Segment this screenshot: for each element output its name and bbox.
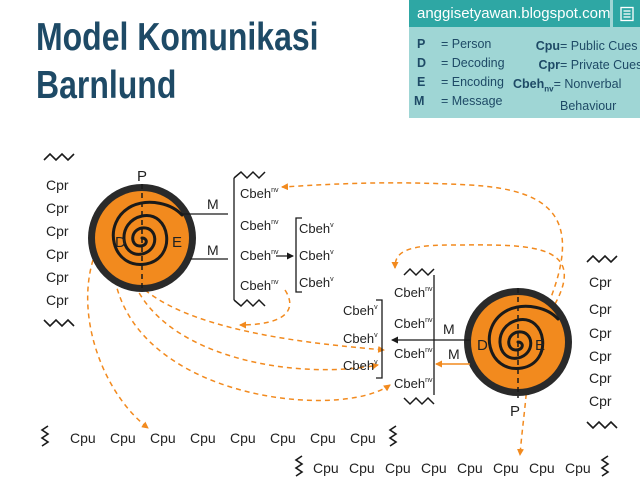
page-title: Model Komunikasi Barnlund <box>36 14 319 110</box>
cpu-10: Cpu <box>349 460 375 476</box>
cbeh-nv-left-3: Cbehnv <box>240 248 279 263</box>
cpu-7: Cpu <box>310 430 336 446</box>
cpu-13: Cpu <box>457 460 483 476</box>
right-cpr-2: Cpr <box>589 301 612 317</box>
right-private-cues: Cpr Cpr Cpr Cpr Cpr Cpr <box>586 254 618 430</box>
legend-private-cues: Cpr= Private Cues <box>538 58 640 72</box>
legend-message: M= Message <box>414 94 503 108</box>
title-line-1: Model Komunikasi <box>36 16 319 59</box>
legend-public-cues: Cpu= Public Cues <box>535 39 638 53</box>
cbeh-nv-right-4: Cbehnv <box>394 376 433 391</box>
right-cpr-6: Cpr <box>589 393 612 409</box>
cbeh-nv-left-4: Cbehnv <box>240 278 279 293</box>
legend-decoding: D= Decoding <box>417 56 505 70</box>
cpu-16: Cpu <box>565 460 591 476</box>
cpu-2: Cpu <box>110 430 136 446</box>
cbeh-nv-right-1: Cbehnv <box>394 285 433 300</box>
left-cpr-1: Cpr <box>46 177 69 193</box>
share-glyph-icon <box>619 6 634 21</box>
left-cpr-4: Cpr <box>46 246 69 262</box>
cpu-6: Cpu <box>270 430 296 446</box>
cpu-14: Cpu <box>493 460 519 476</box>
legend-encoding: E= Encoding <box>417 75 504 89</box>
right-cpr-4: Cpr <box>589 348 612 364</box>
person-left-p: P <box>137 168 147 185</box>
title-line-2: Barnlund <box>36 64 177 107</box>
right-nonverbal-group: Cbehnv Cbehnv Cbehnv Cbehnv <box>394 267 435 406</box>
left-cpr-2: Cpr <box>46 200 69 216</box>
cpu-9: Cpu <box>313 460 339 476</box>
share-icon[interactable] <box>613 0 640 27</box>
person-left-e: E <box>172 234 182 251</box>
cbeh-v-right-1: Cbehv <box>343 303 378 318</box>
right-cpr-3: Cpr <box>589 325 612 341</box>
feedback-arrows <box>86 182 565 456</box>
right-verbal-group: Cbehv Cbehv Cbehv <box>343 299 383 379</box>
person-right: P D E <box>464 288 572 420</box>
person-left-d: D <box>115 234 126 251</box>
person-right-d: D <box>477 337 488 354</box>
message-left-bottom: M <box>207 242 219 258</box>
person-right-p: P <box>510 403 520 420</box>
cbeh-v-left-2: Cbehv <box>299 248 334 263</box>
left-nonverbal-group: Cbehnv Cbehnv Cbehnv Cbehnv <box>233 170 294 308</box>
message-right-top: M <box>443 321 455 337</box>
person-left: P D E <box>88 168 196 292</box>
cbeh-nv-left-2: Cbehnv <box>240 218 279 233</box>
left-cpr-5: Cpr <box>46 269 69 285</box>
cbeh-nv-right-3: Cbehnv <box>394 346 433 361</box>
legend-person: P= Person <box>417 37 492 51</box>
cpu-12: Cpu <box>421 460 447 476</box>
legend-nonverbal: Cbehnv= Nonverbal Behaviour <box>513 77 622 113</box>
cpu-8: Cpu <box>350 430 376 446</box>
cbeh-nv-left-1: Cbehnv <box>240 186 279 201</box>
cpu-3: Cpu <box>150 430 176 446</box>
cbeh-v-right-3: Cbehv <box>343 358 378 373</box>
right-cpr-1: Cpr <box>589 274 612 290</box>
cpu-5: Cpu <box>230 430 256 446</box>
public-cues-row-2: Cpu Cpu Cpu Cpu Cpu Cpu Cpu Cpu <box>294 455 610 477</box>
message-right-bottom: M <box>448 346 460 362</box>
cbeh-v-left-3: Cbehv <box>299 275 334 290</box>
person-right-e: E <box>535 337 545 354</box>
public-cues-row-1: Cpu Cpu Cpu Cpu Cpu Cpu Cpu Cpu <box>40 425 398 447</box>
right-cpr-5: Cpr <box>589 370 612 386</box>
left-cpr-6: Cpr <box>46 292 69 308</box>
cpu-11: Cpu <box>385 460 411 476</box>
blog-url[interactable]: anggisetyawan.blogspot.com <box>409 0 610 27</box>
cpu-1: Cpu <box>70 430 96 446</box>
legend-panel: anggisetyawan.blogspot.com P= Person D= … <box>409 0 640 118</box>
cpu-4: Cpu <box>190 430 216 446</box>
left-private-cues: Cpr Cpr Cpr Cpr Cpr Cpr <box>43 152 75 328</box>
cbeh-nv-right-2: Cbehnv <box>394 316 433 331</box>
cbeh-v-right-2: Cbehv <box>343 331 378 346</box>
message-left-top: M <box>207 196 219 212</box>
cpu-15: Cpu <box>529 460 555 476</box>
cbeh-v-left-1: Cbehv <box>299 221 334 236</box>
left-cpr-3: Cpr <box>46 223 69 239</box>
left-verbal-group: Cbehv Cbehv Cbehv <box>295 217 334 293</box>
